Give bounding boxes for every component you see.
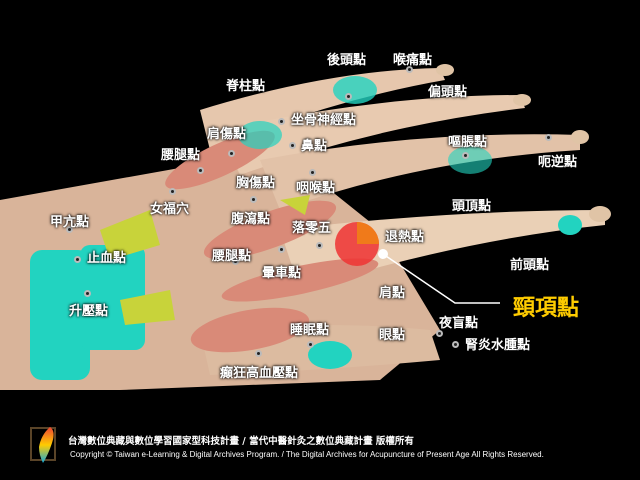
acupoint-dot[interactable] [406,66,413,73]
point-label[interactable]: 腰腿點 [161,148,201,163]
point-label[interactable]: 暈車點 [262,266,302,281]
point-label[interactable]: 腹瀉點 [231,212,271,227]
acupoint-dot[interactable] [66,226,73,233]
point-label[interactable]: 夜盲點 [439,316,479,331]
point-label[interactable]: 胸傷點 [236,176,276,191]
acupoint-dot[interactable] [74,256,81,263]
acupoint-dot[interactable] [289,142,296,149]
copyright-chinese: 台灣數位典藏與數位學習國家型科技計畫 / 當代中醫針灸之數位典藏計畫 版權所有 [68,436,414,447]
acupoint-dot[interactable] [255,350,262,357]
point-label[interactable]: 咽喉點 [296,181,336,196]
point-label[interactable]: 止血點 [87,251,127,266]
point-label[interactable]: 後頭點 [327,53,367,68]
point-label[interactable]: 喉痛點 [393,53,433,68]
copyright-english: Copyright © Taiwan e-Learning & Digital … [70,450,544,459]
point-label[interactable]: 退熱點 [385,230,425,245]
tendons [100,195,310,325]
acupoint-dot[interactable] [232,258,239,265]
point-label[interactable]: 腰腿點 [212,249,252,264]
acupoint-dot[interactable] [278,118,285,125]
point-label[interactable]: 偏頭點 [428,85,468,100]
point-label[interactable]: 鼻點 [301,139,328,154]
hand-illustration [0,64,611,390]
acupoint-dot[interactable] [228,150,235,157]
acupoint-dot[interactable] [545,134,552,141]
point-label[interactable]: 腎炎水腫點 [465,338,531,353]
point-label[interactable]: 肩點 [379,286,406,301]
acupoint-dot[interactable] [345,93,352,100]
point-label[interactable]: 頭頂點 [452,199,492,214]
acupoint-dot[interactable] [278,246,285,253]
pads [30,76,582,380]
point-label[interactable]: 呃逆點 [538,155,578,170]
point-label[interactable]: 癲狂高血壓點 [220,366,299,381]
point-label[interactable]: 女福穴 [150,202,190,217]
acupoint-dot[interactable] [462,152,469,159]
point-label[interactable]: 睡眠點 [290,323,330,338]
point-label[interactable]: 甲亢點 [50,215,90,230]
acupoint-dot[interactable] [316,242,323,249]
point-label[interactable]: 落零五 [292,221,332,236]
highlight-point-label: 頸項點 [513,296,580,321]
taiwan-logo [30,427,56,463]
point-label[interactable]: 升壓點 [69,304,109,319]
acupoint-dot[interactable] [169,188,176,195]
point-label[interactable]: 脊柱點 [226,79,266,94]
leader-line [382,253,500,304]
acupoint-dot[interactable] [84,290,91,297]
point-label[interactable]: 坐骨神經點 [291,113,357,128]
point-label[interactable]: 眼點 [379,328,406,343]
acupoint-dot[interactable] [197,167,204,174]
point-label[interactable]: 肩傷點 [207,127,247,142]
acupoint-dot[interactable] [436,330,443,337]
acupoint-dot[interactable] [250,196,257,203]
point-label[interactable]: 嘔脹點 [448,135,488,150]
acupoint-dot[interactable] [309,169,316,176]
point-label[interactable]: 前頭點 [510,258,550,273]
acupoint-dot[interactable] [452,341,459,348]
acupoint-dot[interactable] [307,341,314,348]
